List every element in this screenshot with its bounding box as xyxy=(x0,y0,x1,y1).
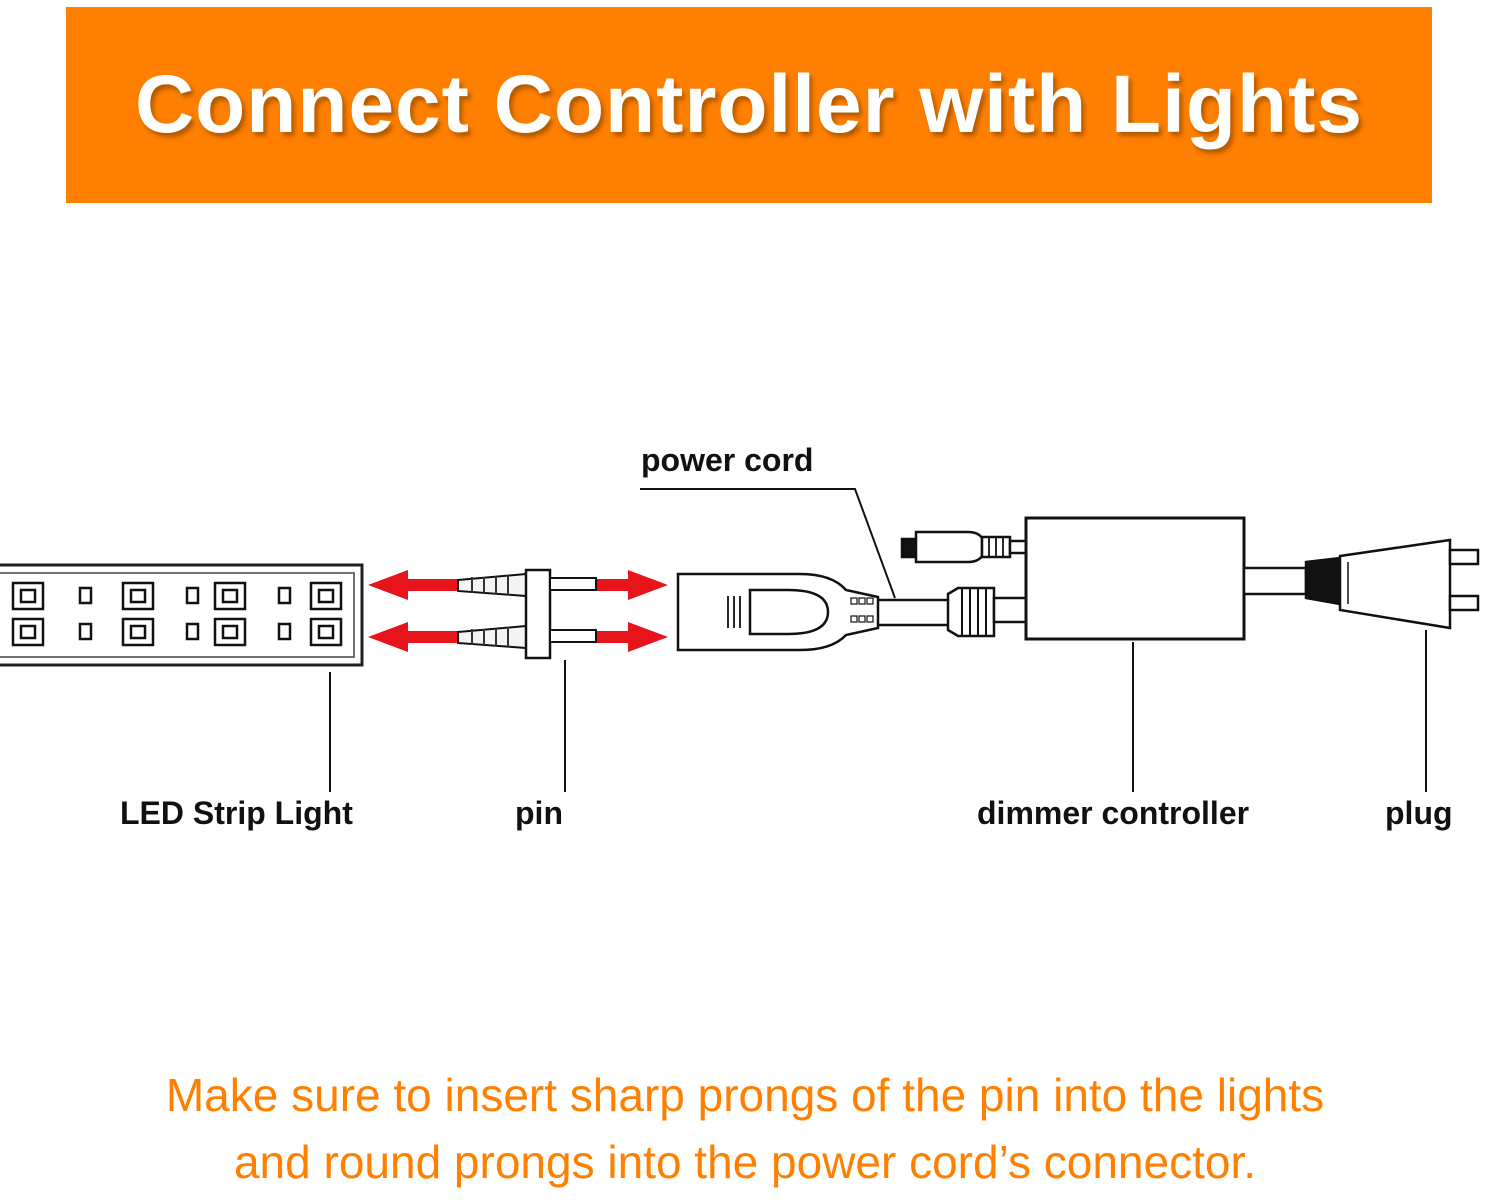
pin-connector xyxy=(457,568,597,660)
controller-input-cable xyxy=(946,586,1028,638)
arrow-into-strip-top xyxy=(368,570,460,600)
page-title: Connect Controller with Lights xyxy=(134,59,1364,150)
arrow-into-connector-bottom xyxy=(588,622,668,652)
title-banner: Connect Controller with Lights xyxy=(66,7,1432,203)
arrow-into-connector-top xyxy=(588,570,668,600)
label-dimmer-controller: dimmer controller xyxy=(977,795,1250,831)
dimmer-controller-box xyxy=(1024,516,1246,641)
label-pin: pin xyxy=(515,795,563,831)
instruction-line-1: Make sure to insert sharp prongs of the … xyxy=(165,1069,1325,1121)
led-chips xyxy=(11,581,343,647)
plug xyxy=(1242,538,1480,630)
insert-arrows xyxy=(368,570,668,652)
label-plug: plug xyxy=(1385,795,1453,831)
led-strip-light xyxy=(0,563,364,667)
label-led-strip-light: LED Strip Light xyxy=(120,795,353,831)
sensor-cable xyxy=(900,530,1028,564)
arrow-into-strip-bottom xyxy=(368,622,460,652)
label-power-cord: power cord xyxy=(641,442,814,478)
leader-lines xyxy=(329,488,1427,792)
power-cord-connector xyxy=(676,572,948,652)
instruction-line-2: and round prongs into the power cord’s c… xyxy=(233,1136,1257,1188)
